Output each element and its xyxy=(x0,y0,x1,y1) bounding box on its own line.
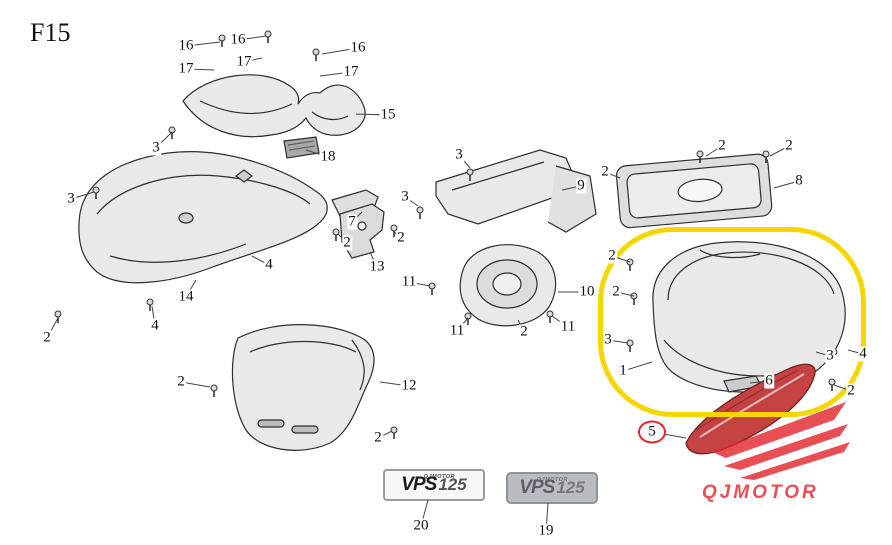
part-18-grille xyxy=(283,136,320,159)
callout-2: 2 xyxy=(42,329,52,346)
badge-main-text: VPS xyxy=(401,474,437,495)
part-8-tray xyxy=(615,153,773,229)
callout-3: 3 xyxy=(454,146,464,163)
badge-num-text: 125 xyxy=(556,478,585,497)
callout-13: 13 xyxy=(368,258,386,275)
callout-11: 11 xyxy=(400,273,418,290)
callout-15: 15 xyxy=(379,106,397,123)
callout-1: 1 xyxy=(618,362,628,379)
callout-2: 2 xyxy=(176,373,186,390)
callout-5-highlighted: 5 xyxy=(638,420,666,444)
callout-11: 11 xyxy=(448,322,466,339)
callout-2: 2 xyxy=(846,382,856,399)
callout-3: 3 xyxy=(825,347,835,364)
callout-20: 20 xyxy=(412,517,430,534)
badge-tag-text: QJMOTOR xyxy=(423,474,455,480)
callout-17: 17 xyxy=(342,63,360,80)
callout-3: 3 xyxy=(603,331,613,348)
qjmotor-watermark: QJMOTOR xyxy=(702,402,850,503)
callout-4: 4 xyxy=(264,256,274,273)
part-14-left-fairing xyxy=(78,151,328,284)
callout-4: 4 xyxy=(150,317,160,334)
badge-num-text: 125 xyxy=(438,475,467,494)
qjmotor-wing-icon xyxy=(712,402,850,480)
callout-17: 17 xyxy=(235,53,253,70)
callout-2: 2 xyxy=(717,137,727,154)
callout-2: 2 xyxy=(607,247,617,264)
callout-2: 2 xyxy=(600,163,610,180)
watermark-text: QJMOTOR xyxy=(702,482,819,503)
callout-18: 18 xyxy=(319,148,337,165)
figure-label: F15 xyxy=(30,18,71,47)
callout-17: 17 xyxy=(177,60,195,77)
callout-16: 16 xyxy=(229,31,247,48)
callout-4: 4 xyxy=(858,345,868,362)
callout-12: 12 xyxy=(400,377,418,394)
callout-2: 2 xyxy=(784,137,794,154)
part-12-front-shield xyxy=(231,324,375,451)
badge-tag-text: QJMOTOR xyxy=(536,477,568,483)
callout-11: 11 xyxy=(559,318,577,335)
callout-2: 2 xyxy=(396,229,406,246)
callout-14: 14 xyxy=(177,288,195,305)
callout-2: 2 xyxy=(611,283,621,300)
part-15-top-spoiler xyxy=(182,74,366,138)
callout-3: 3 xyxy=(400,188,410,205)
callout-7: 7 xyxy=(347,213,357,230)
part-10-cover xyxy=(459,244,557,327)
callout-10: 10 xyxy=(578,283,596,300)
callout-3: 3 xyxy=(151,139,161,156)
highlight-oval-part-1 xyxy=(598,227,866,417)
callout-16: 16 xyxy=(177,37,195,54)
callout-2: 2 xyxy=(342,234,352,251)
callout-3: 3 xyxy=(66,190,76,207)
callout-9: 9 xyxy=(576,177,586,194)
badge-main-text: VPS xyxy=(519,477,555,498)
callout-16: 16 xyxy=(349,39,367,56)
callout-19: 19 xyxy=(537,522,555,539)
callout-6: 6 xyxy=(764,372,774,389)
callout-2: 2 xyxy=(519,323,529,340)
callout-8: 8 xyxy=(794,172,804,189)
callout-2: 2 xyxy=(373,429,383,446)
